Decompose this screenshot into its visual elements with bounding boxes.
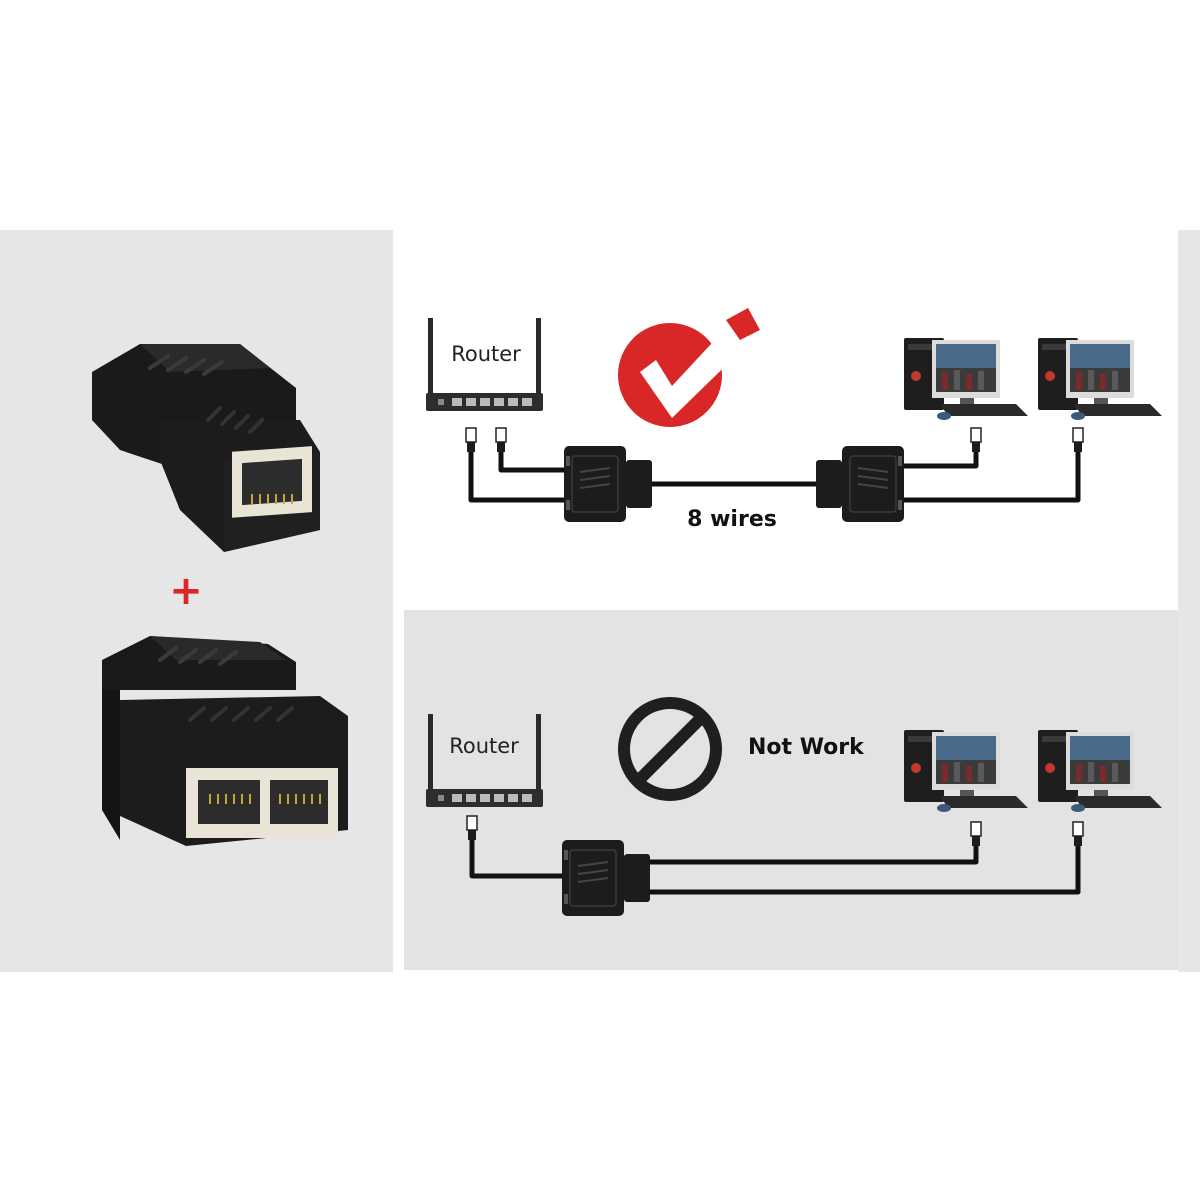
- computer-icon: [1038, 338, 1162, 420]
- not-work-label: Not Work: [748, 735, 865, 760]
- plug-icon: [466, 815, 478, 841]
- wires-label: 8 wires: [687, 507, 777, 532]
- plug-icon: [1072, 427, 1084, 453]
- plug-icon: [970, 821, 982, 847]
- router-label-bottom: Router: [449, 734, 519, 758]
- router-label-top: Router: [451, 342, 521, 366]
- ethernet-cables-bottom: [469, 840, 1081, 895]
- plug-icon: [1072, 821, 1084, 847]
- splitter-icon: [561, 839, 651, 917]
- prohibited-icon: [618, 697, 722, 801]
- splitter-icon: [815, 445, 905, 523]
- right-margin-strip: [1178, 230, 1200, 972]
- plug-icon: [495, 427, 507, 453]
- dual-port-adapter-photo: [102, 636, 348, 846]
- computer-icon: [1038, 730, 1162, 812]
- plug-icon: [970, 427, 982, 453]
- ethernet-cables-top: [468, 448, 1081, 503]
- splitter-icon: [563, 445, 653, 523]
- plus-sign: +: [169, 568, 203, 614]
- plug-icon: [465, 427, 477, 453]
- computer-icon: [904, 730, 1028, 812]
- single-port-adapter-photo: [92, 344, 320, 552]
- computer-icon: [904, 338, 1028, 420]
- router-icon: [426, 714, 543, 807]
- checkmark-badge-icon: [618, 308, 760, 427]
